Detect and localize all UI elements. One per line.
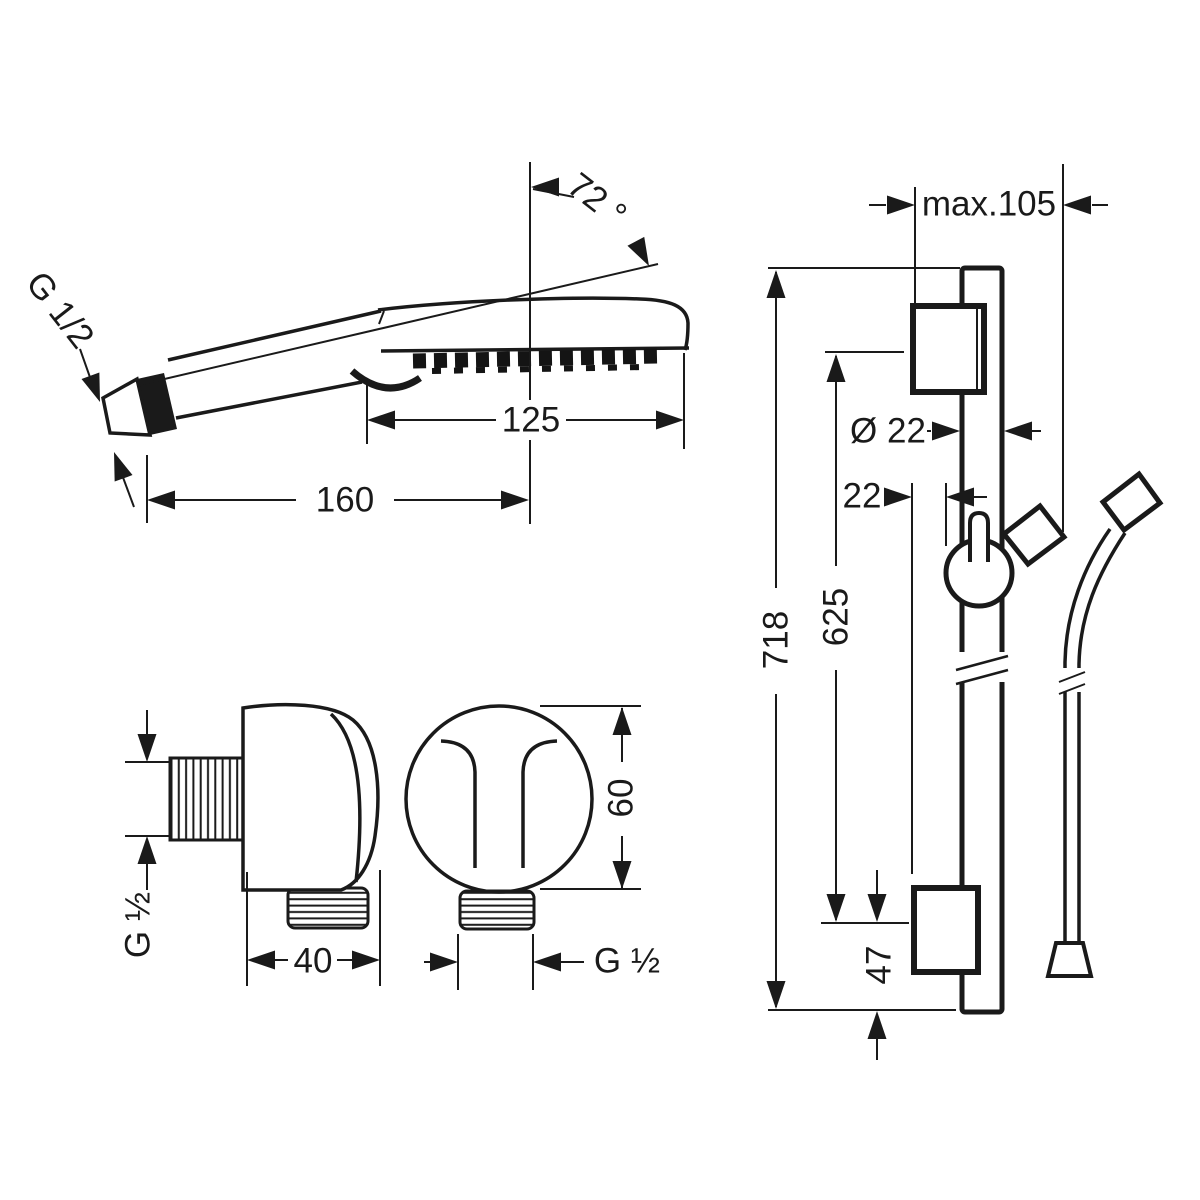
dimension-arrow: [531, 177, 559, 197]
hose-break-mark: [1058, 683, 1086, 695]
hand-shower-handle-top-edge: [167, 309, 382, 362]
dim-thread-label: G 1/2: [18, 264, 101, 355]
dimension-arrow: [367, 410, 395, 430]
hand-shower-joint-hook: [349, 368, 422, 392]
dimension-arrow: [826, 354, 846, 382]
bottom-wall-bracket: [911, 885, 981, 975]
rail-break-mark: [955, 654, 1009, 672]
dimension-arrow: [766, 981, 786, 1009]
dimension-arrow: [826, 894, 846, 922]
wall-outlet-front-figure: 60 G ½: [404, 704, 660, 990]
hand-shower-cone-nut: [101, 376, 153, 437]
outlet-thread-stub: [286, 886, 370, 930]
slide-rail: [959, 265, 1005, 1015]
escutcheon-groove-right: [521, 739, 558, 868]
dimension-arrow: [352, 950, 380, 970]
hose-break-mark: [1058, 671, 1086, 683]
dim-max-reach-label: max.105: [922, 185, 1056, 224]
hand-shower-spray-nozzles-row2: [431, 364, 646, 374]
dimension-arrow: [147, 490, 175, 510]
dimension-arrow: [247, 950, 275, 970]
dimension-arrow: [867, 1011, 887, 1039]
outlet-escutcheon: [404, 704, 594, 894]
dim-hole-distance-label: 625: [817, 588, 856, 646]
dimension-arrow: [656, 410, 684, 430]
hose-line-left: [1063, 527, 1112, 942]
outlet-thread-stub-front: [458, 889, 536, 931]
hose-end-cone: [1045, 941, 1094, 978]
escutcheon-groove-left: [440, 739, 477, 868]
dimension-arrow: [1004, 421, 1032, 441]
top-wall-bracket: [910, 303, 987, 395]
hand-shower-button-mark: [378, 310, 385, 325]
hose-fitting: [1099, 470, 1164, 534]
hand-shower-head-outline: [377, 296, 690, 351]
dim-angle-label: 72 °: [560, 165, 633, 234]
dim-height-label: 60: [602, 779, 641, 818]
dim-wall-offset-label: 22: [843, 477, 882, 516]
dimension-arrow: [627, 236, 649, 266]
dim-front-thread-label: G ½: [594, 942, 660, 981]
dimension-arrow: [887, 195, 915, 215]
dimension-arrow: [766, 270, 786, 298]
dimension-arrow: [946, 487, 974, 507]
wall-bar-figure: max.105 718 625 Ø 22 22 47: [757, 164, 1164, 1060]
dim-side-thread-label: G ½: [119, 892, 158, 958]
rail-break-mark: [955, 668, 1009, 686]
dim-bottom-offset-label: 47: [860, 946, 899, 985]
dimension-arrow: [867, 894, 887, 922]
dimension-arrow: [533, 952, 561, 972]
dimension-arrow: [612, 861, 632, 889]
hand-shower-faceplate-edge: [380, 346, 690, 353]
slider-pin: [968, 510, 990, 562]
hose-line-right: [1077, 532, 1127, 942]
outlet-body-contour: [329, 712, 362, 883]
dimension-arrow: [430, 952, 458, 972]
dimension-arrow: [137, 734, 157, 762]
wall-thread-stub: [168, 756, 245, 842]
handle-axis-line: [142, 263, 659, 385]
dimension-arrow: [501, 490, 529, 510]
dimension-arrow: [137, 836, 157, 864]
dim-total-height-label: 718: [757, 611, 796, 669]
dim-length-label: 160: [316, 481, 374, 520]
dimension-arrow: [114, 452, 133, 482]
dim-head-width-label: 125: [502, 401, 560, 440]
dim-outlet-width-label: 40: [294, 942, 333, 981]
dimension-arrow: [81, 372, 100, 402]
dim-rail-diameter-label: Ø 22: [850, 412, 926, 451]
dimension-arrow: [884, 487, 912, 507]
hand-shower-figure: 72 ° G 1/2 125 160: [18, 162, 690, 524]
dimension-arrow: [1063, 195, 1091, 215]
outlet-body: [241, 702, 380, 892]
dimension-arrow: [932, 421, 960, 441]
dimension-arrow: [612, 707, 632, 735]
hand-shower-spray-nozzles: [412, 348, 660, 369]
hand-shower-holder: [1000, 502, 1068, 568]
wall-outlet-side-figure: G ½ 40: [119, 702, 381, 986]
hand-shower-handle-bottom-edge: [175, 380, 363, 420]
